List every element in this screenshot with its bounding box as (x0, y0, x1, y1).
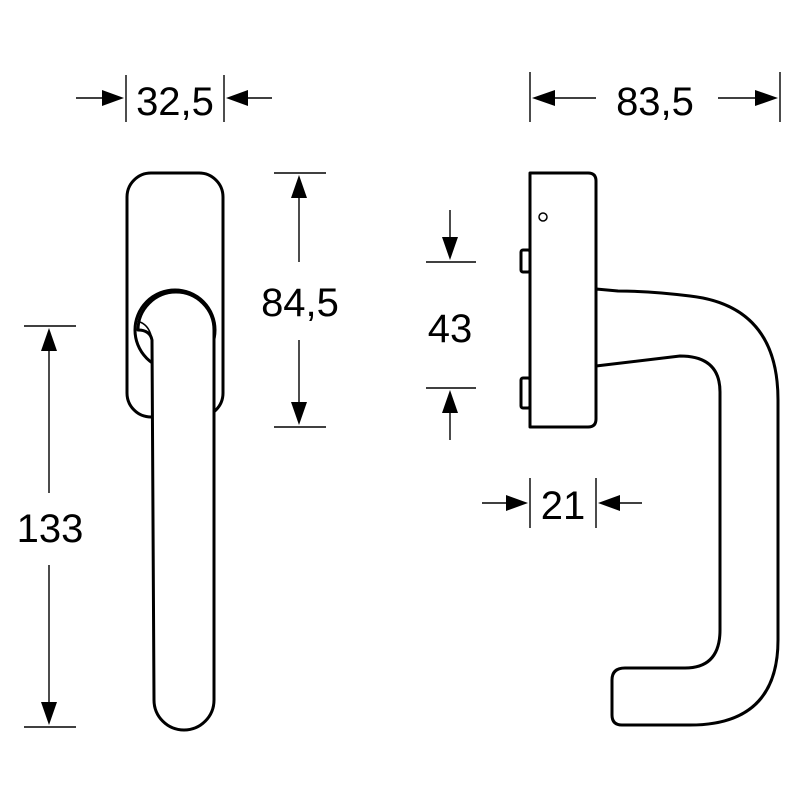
arrowhead (442, 237, 458, 260)
lever-shade-line (139, 321, 153, 341)
arrowhead (598, 495, 620, 511)
side-view (519, 171, 780, 727)
arrowhead (442, 390, 458, 413)
dim-label-lever-length: 133 (17, 507, 84, 551)
dim-label-spindle-spacing: 43 (428, 307, 473, 351)
arrowhead (41, 328, 57, 351)
arrowhead (41, 702, 57, 725)
dim-label-base-depth: 21 (541, 484, 586, 528)
handle-lever-front (136, 290, 216, 732)
arrowhead (291, 175, 307, 198)
dim-label-total-depth: 83,5 (616, 80, 694, 124)
arrowhead (532, 90, 555, 106)
fixing-lug-bottom (519, 376, 532, 410)
fixing-lug-top (519, 248, 532, 274)
front-view (125, 171, 225, 732)
dim-handle-width: 32,5 (76, 75, 272, 124)
dim-base-height: 84,5 (261, 172, 339, 428)
dim-base-depth: 21 (482, 478, 642, 528)
dim-spindle-spacing: 43 (426, 210, 476, 440)
arrowhead (226, 90, 248, 106)
arrowhead (291, 402, 307, 425)
handle-lever-side (594, 287, 780, 727)
arrowhead (755, 90, 778, 106)
arrowhead (506, 495, 528, 511)
dim-total-depth: 83,5 (529, 72, 781, 124)
handle-base-side (528, 171, 598, 429)
arrowhead (102, 90, 124, 106)
dim-label-handle-width: 32,5 (136, 80, 214, 124)
dim-lever-length: 133 (17, 325, 84, 728)
locking-pin-hole (538, 212, 548, 222)
dim-label-base-height: 84,5 (261, 281, 339, 325)
